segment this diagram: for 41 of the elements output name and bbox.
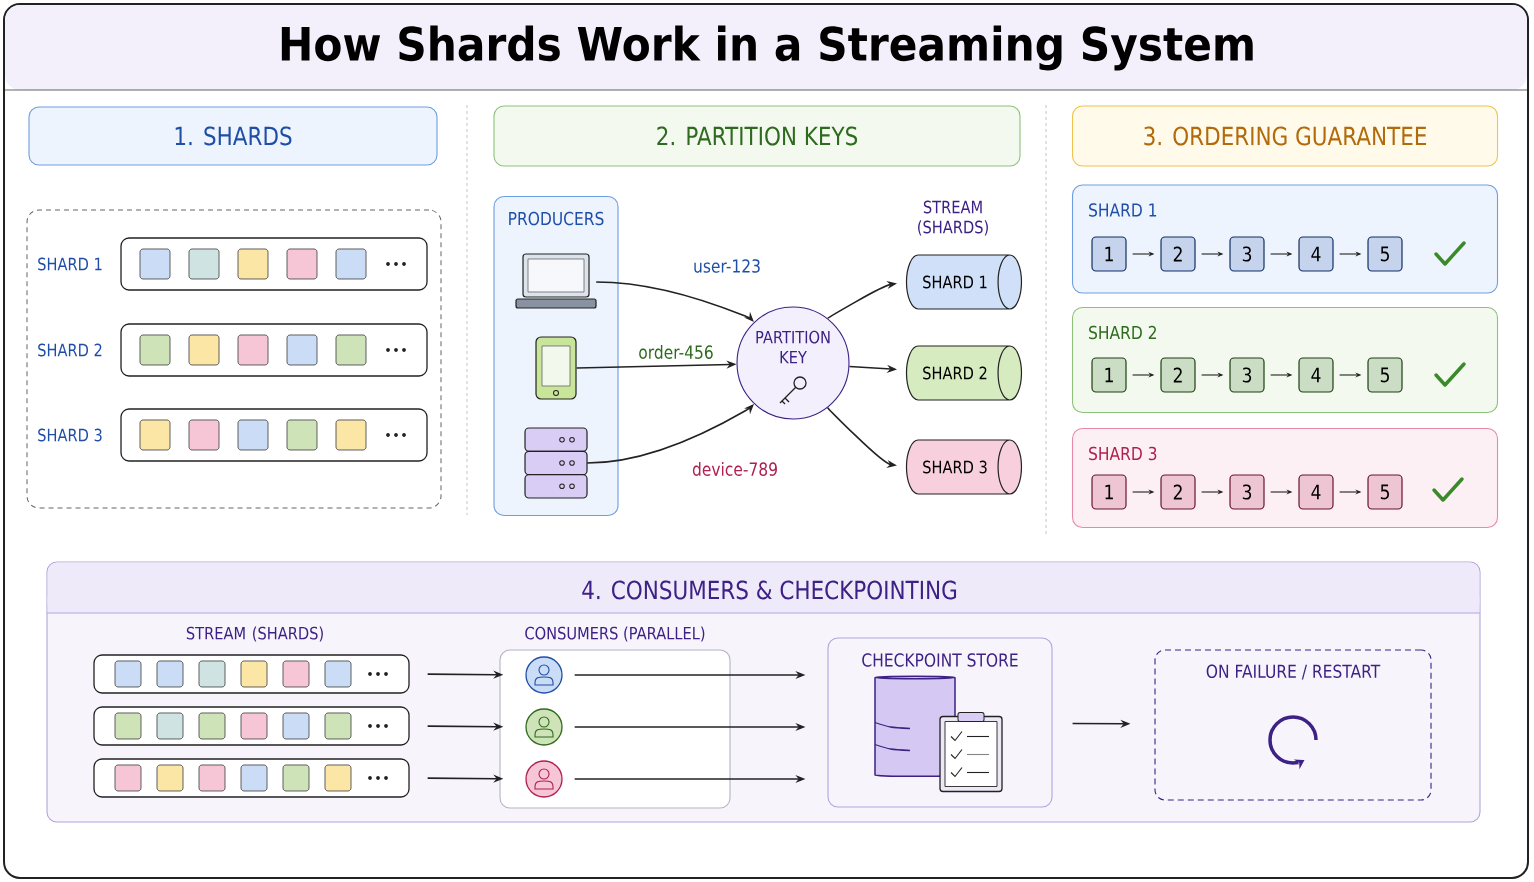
failure-restart-box: ON FAILURE / RESTART [1154, 649, 1432, 801]
shard-cylinder: SHARD 1 [905, 254, 1023, 310]
record-row [93, 654, 410, 694]
row-label: SHARD 2 [38, 343, 102, 357]
sequence-box: 3 [1229, 236, 1265, 272]
person-icon [525, 656, 563, 694]
laptop-icon [515, 253, 597, 309]
sequence-box: 5 [1367, 236, 1403, 272]
sequence-box: 2 [1160, 236, 1196, 272]
sequence-box: 5 [1367, 474, 1403, 510]
sequence-box: 1 [1091, 474, 1127, 510]
node-label: CONSUMERS (PARALLEL) [525, 626, 705, 642]
sequence-box: 3 [1229, 357, 1265, 393]
server-icon [524, 427, 588, 499]
section-header: 3. ORDERING GUARANTEE [1071, 105, 1499, 167]
record-row [93, 706, 410, 746]
shard-cylinder: SHARD 2 [905, 345, 1023, 401]
edge-label: user-123 [692, 258, 762, 274]
section-header: 1. SHARDS [28, 106, 438, 166]
sequence-box: 3 [1229, 474, 1265, 510]
person-icon [525, 708, 563, 746]
dashed-container [26, 209, 442, 509]
sequence-box: 1 [1091, 236, 1127, 272]
edge-label: device-789 [691, 461, 779, 477]
record-row [93, 758, 410, 798]
shard-cylinder: SHARD 3 [905, 439, 1023, 495]
sequence-box: 4 [1298, 357, 1334, 393]
person-icon [525, 760, 563, 798]
sequence-box: 4 [1298, 236, 1334, 272]
row-label: SHARD 3 [38, 428, 102, 442]
title: How Shards Work in a Streaming System [281, 25, 1253, 71]
phone-icon [535, 336, 577, 400]
row-label: SHARD 1 [38, 257, 102, 271]
sequence-box: 4 [1298, 474, 1334, 510]
sequence-box: 2 [1160, 357, 1196, 393]
sequence-box: 2 [1160, 474, 1196, 510]
sequence-box: 5 [1367, 357, 1403, 393]
edge-label: order-456 [637, 344, 715, 360]
sequence-box: 1 [1091, 357, 1127, 393]
section-header: 2. PARTITION KEYS [493, 105, 1021, 167]
section-label: STREAM (SHARDS) [918, 200, 988, 236]
